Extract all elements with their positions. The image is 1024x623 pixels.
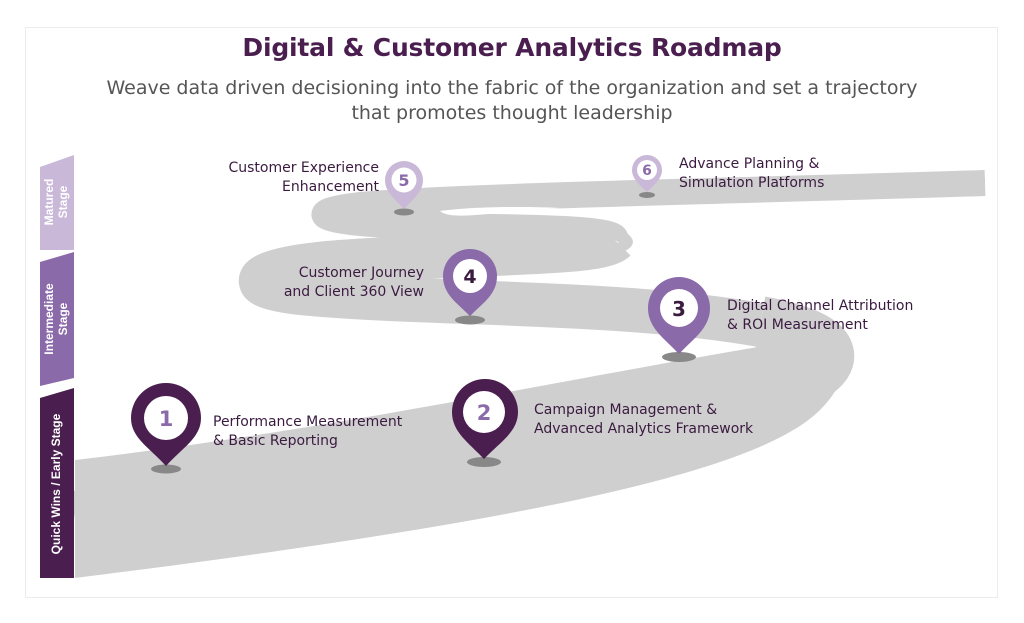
stage-label-intermediate: Intermediate Stage	[42, 256, 72, 382]
road-lower	[70, 296, 854, 549]
page-subtitle: Weave data driven decisioning into the f…	[100, 76, 924, 126]
stage-label-matured-line-2: Stage	[56, 185, 70, 219]
pin-number-5: 5	[398, 171, 409, 190]
milestone-4-line-2: and Client 360 View	[283, 284, 424, 300]
milestone-4-line-1: Customer Journey	[298, 265, 424, 281]
milestone-1-line-2: & Basic Reporting	[213, 433, 338, 449]
stage-label-matured: Matured Stage	[42, 152, 72, 252]
pin-shadow-2	[467, 457, 501, 467]
stage-bar-quick-wins	[40, 388, 74, 578]
milestone-text-4: Customer Journey and Client 360 View	[262, 264, 424, 302]
milestone-5-line-1: Customer Experience	[228, 160, 379, 176]
milestone-text-6: Advance Planning & Simulation Platforms	[679, 155, 824, 193]
stage-label-quick-wins-line-1: Quick Wins / Early Stage	[49, 413, 63, 555]
milestone-5-line-2: Enhancement	[282, 179, 379, 195]
page-title: Digital & Customer Analytics Roadmap	[242, 33, 782, 62]
milestone-pin-1: 1	[130, 382, 201, 466]
subtitle-line-1: Weave data driven decisioning into the f…	[106, 77, 918, 99]
milestone-text-2: Campaign Management & Advanced Analytics…	[534, 401, 753, 439]
milestone-6-line-1: Advance Planning &	[679, 156, 820, 172]
stage-label-matured-line-1: Matured	[42, 178, 56, 226]
subtitle-line-2: that promotes thought leadership	[351, 102, 673, 124]
milestone-3-line-2: & ROI Measurement	[727, 317, 868, 333]
milestone-pin-3: 3	[648, 277, 710, 354]
milestone-2-line-1: Campaign Management &	[534, 402, 718, 418]
milestone-pin-6: 6	[632, 155, 662, 192]
pin-number-4: 4	[463, 266, 476, 288]
milestone-text-3: Digital Channel Attribution & ROI Measur…	[727, 297, 913, 335]
milestone-pin-4: 4	[443, 249, 497, 316]
pin-shadow-3	[662, 352, 696, 362]
pin-shadow-4	[455, 315, 485, 325]
road-gap	[440, 207, 560, 216]
road-upper	[311, 170, 986, 251]
stage-bar-intermediate	[40, 252, 74, 386]
stage-bar-matured	[40, 155, 74, 250]
milestone-2-line-2: Advanced Analytics Framework	[534, 421, 754, 437]
pin-number-6: 6	[642, 163, 652, 179]
stage-label-intermediate-line-1: Intermediate	[42, 283, 56, 355]
pin-shadow-5	[394, 208, 414, 216]
pin-number-2: 2	[477, 401, 492, 425]
pin-number-3: 3	[672, 297, 686, 321]
stage-label-quick-wins: Quick Wins / Early Stage	[49, 404, 65, 564]
milestone-text-1: Performance Measurement & Basic Reportin…	[213, 413, 402, 451]
milestone-pin-5: 5	[385, 161, 423, 209]
pin-shadow-1	[151, 464, 181, 474]
milestone-3-line-1: Digital Channel Attribution	[727, 298, 914, 314]
pin-number-1: 1	[159, 407, 174, 431]
stage-label-intermediate-line-2: Stage	[56, 302, 70, 336]
pin-shadow-6	[639, 192, 655, 198]
milestone-6-line-2: Simulation Platforms	[679, 175, 825, 191]
milestone-1-line-1: Performance Measurement	[213, 414, 403, 430]
milestone-text-5: Customer Experience Enhancement	[214, 159, 379, 197]
road-middle	[238, 221, 764, 347]
milestone-pin-2: 2	[452, 379, 518, 459]
